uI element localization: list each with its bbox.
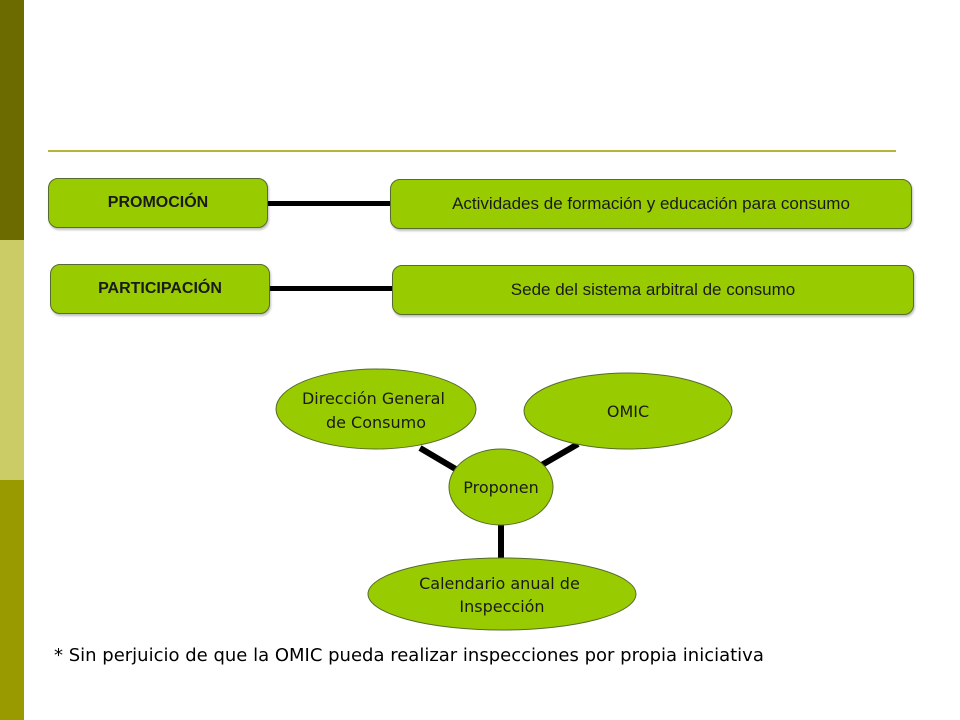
link-omic-proponen [538, 441, 580, 469]
participacion-activity-label: Sede del sistema arbitral de consumo [510, 280, 796, 299]
title-divider [48, 150, 896, 152]
dgc-label: Dirección General de Consumo [302, 389, 450, 432]
participacion-activity-box: Sede del sistema arbitral de consumo [392, 265, 914, 315]
connector-participacion [270, 286, 392, 291]
sidebar-band-top [0, 0, 24, 240]
proponen-label: Proponen [463, 478, 538, 497]
footnote: * Sin perjuicio de que la OMIC pueda rea… [54, 645, 764, 666]
calendar-node [367, 557, 637, 631]
dgc-node [275, 368, 477, 450]
participacion-label: PARTICIPACIÓN [98, 280, 222, 297]
omic-label: OMIC [607, 402, 649, 421]
sidebar-band-bottom [0, 480, 24, 720]
calendar-label: Calendario anual de Inspección [419, 574, 585, 616]
proponen-node [448, 448, 554, 526]
promocion-activity-label: Actividades de formación y educación par… [452, 194, 850, 213]
promocion-label: PROMOCIÓN [107, 194, 209, 211]
promocion-activity-box: Actividades de formación y educación par… [390, 179, 912, 229]
omic-node [523, 372, 733, 450]
sidebar-band-middle [0, 240, 24, 480]
participacion-box: PARTICIPACIÓN [50, 264, 270, 314]
promocion-box: PROMOCIÓN [48, 178, 268, 228]
connector-promocion [268, 201, 392, 206]
